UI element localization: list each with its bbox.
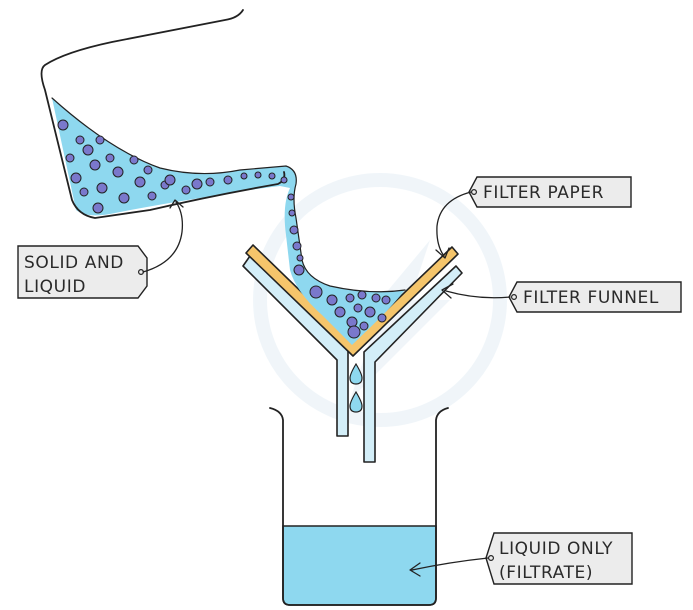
solid-particle <box>287 193 295 201</box>
label-liquid-only-line1: LIQUID ONLY <box>499 539 613 559</box>
solid-particle <box>334 306 346 318</box>
droplet-top <box>349 362 363 385</box>
solid-particle <box>359 321 369 331</box>
label-solid-and-liquid-line2: LIQUID <box>24 277 86 297</box>
solid-particle <box>205 177 215 187</box>
solid-particle <box>65 153 75 163</box>
solid-particle <box>95 135 105 145</box>
solid-particle <box>280 176 288 184</box>
solid-particle <box>82 144 94 156</box>
arrow-filter-funnel <box>441 283 511 299</box>
solid-particle <box>57 119 69 131</box>
filtrate-droplets <box>349 362 363 413</box>
solid-particle <box>134 176 146 188</box>
solid-particle <box>357 290 367 300</box>
flask-liquid <box>52 98 405 345</box>
solid-particle <box>364 306 376 318</box>
arrow-filter-paper <box>435 191 472 259</box>
solid-particle <box>92 202 104 214</box>
solid-particle <box>293 264 305 276</box>
solid-particle <box>347 325 361 339</box>
solid-particle <box>292 241 302 251</box>
filtrate-liquid <box>282 525 437 606</box>
solid-particle <box>118 192 130 204</box>
solid-particle <box>371 293 381 303</box>
solid-particle <box>143 165 153 175</box>
solid-particle <box>191 178 203 190</box>
label-solid-and-liquid: SOLID AND LIQUID <box>17 245 148 299</box>
solid-particle <box>70 172 82 184</box>
label-liquid-only: LIQUID ONLY (FILTRATE) <box>485 532 633 585</box>
arrow-solid-and-liquid <box>142 199 184 273</box>
solid-particle <box>345 293 355 303</box>
flask-outline <box>40 9 286 219</box>
arrow-liquid-only <box>409 557 489 577</box>
solid-particle <box>326 294 338 306</box>
label-filter-funnel: FILTER FUNNEL <box>508 281 682 313</box>
solid-particle <box>288 209 296 217</box>
label-filter-paper-text: FILTER PAPER <box>483 183 604 203</box>
solid-particle <box>223 175 233 185</box>
solid-particle <box>129 155 139 165</box>
solid-particle <box>309 285 323 299</box>
solid-particle <box>377 313 387 323</box>
solid-particle <box>105 153 115 163</box>
label-filter-funnel-text: FILTER FUNNEL <box>523 288 659 308</box>
solid-particle <box>147 191 157 201</box>
label-liquid-only-line2: (FILTRATE) <box>499 563 593 583</box>
solid-particle <box>75 135 85 145</box>
solid-particle <box>268 172 276 180</box>
solid-particle <box>79 187 89 197</box>
solid-particle <box>164 174 176 186</box>
label-filter-paper: FILTER PAPER <box>468 176 632 208</box>
label-solid-and-liquid-line1: SOLID AND <box>24 253 124 273</box>
solid-particle <box>112 166 124 178</box>
beaker-outline <box>269 407 449 606</box>
filter-paper <box>245 244 459 357</box>
droplet-bottom <box>349 390 363 413</box>
solid-particle <box>353 303 363 313</box>
flask <box>40 9 406 345</box>
solid-particle <box>381 295 391 305</box>
flask-liquid-surface <box>51 97 406 293</box>
funnel-right-wall <box>363 265 463 463</box>
beaker <box>269 407 449 606</box>
solid-particle <box>254 171 262 179</box>
solid-particle <box>240 172 248 180</box>
solid-particle <box>346 316 358 328</box>
solid-particle <box>89 159 101 171</box>
solid-particle <box>289 225 299 235</box>
solid-particle <box>96 182 108 194</box>
solid-particle <box>181 185 191 195</box>
solid-particle <box>296 254 304 262</box>
solid-particles <box>57 119 391 339</box>
